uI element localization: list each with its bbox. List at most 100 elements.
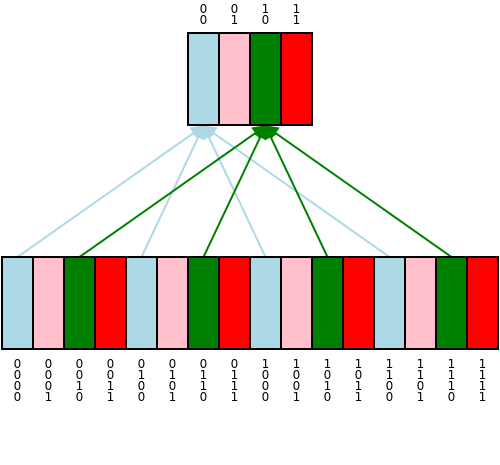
bottom-cell-bit: 1 (417, 368, 425, 382)
bottom-cell-block (94, 256, 127, 350)
bottom-cell-bit: 0 (293, 379, 301, 393)
top-cell-bit: 1 (262, 2, 270, 16)
bottom-cell-row: 0000000100100011010001010110011110001001… (1, 256, 499, 404)
bottom-cell-bit: 1 (169, 368, 177, 382)
bottom-cell-bit: 0 (293, 368, 301, 382)
bottom-cell-bit: 1 (355, 357, 363, 371)
bottom-cell-bit: 1 (479, 357, 487, 371)
bottom-cell-bit: 0 (138, 357, 146, 371)
bottom-cell-block (187, 256, 220, 350)
bottom-cell-bit: 1 (448, 357, 456, 371)
bottom-cell-bit: 0 (14, 368, 22, 382)
bottom-cell-bit: 1 (479, 379, 487, 393)
bottom-cell-bit: 0 (14, 379, 22, 393)
bottom-cell-bit: 0 (138, 379, 146, 393)
bottom-cell-bit: 1 (355, 390, 363, 404)
bottom-cell-bit: 0 (169, 379, 177, 393)
bottom-cell-bit: 1 (107, 379, 115, 393)
bottom-cell-bit: 0 (200, 390, 208, 404)
top-cell-bit: 0 (200, 2, 208, 16)
bottom-cell-block (125, 256, 158, 350)
bottom-cell-bit: 0 (14, 357, 22, 371)
bottom-cell-block (63, 256, 96, 350)
top-cell-bit: 0 (262, 13, 270, 27)
bottom-cell-bit: 1 (200, 368, 208, 382)
bottom-cell-bit: 0 (14, 390, 22, 404)
bottom-cell-bit: 0 (355, 368, 363, 382)
bottom-cell-bit: 1 (169, 390, 177, 404)
bottom-cell-bit: 0 (45, 379, 53, 393)
bottom-cell-block (311, 256, 344, 350)
bottom-cell-bit: 0 (386, 390, 394, 404)
bottom-cell-bit: 0 (386, 379, 394, 393)
bottom-cell-bit: 0 (262, 368, 270, 382)
bottom-cell-bit: 0 (107, 368, 115, 382)
bottom-cell-bit: 0 (262, 379, 270, 393)
bottom-cell-bit: 1 (479, 368, 487, 382)
bottom-cell-bit: 0 (138, 390, 146, 404)
bottom-cell-bit: 1 (231, 368, 239, 382)
bottom-cell-bit: 0 (45, 357, 53, 371)
bottom-cell-bit: 0 (76, 390, 84, 404)
bottom-cell-bit: 1 (479, 390, 487, 404)
bottom-cell-bit: 1 (448, 368, 456, 382)
bottom-cell-bit: 0 (417, 379, 425, 393)
bottom-cell-bit: 1 (76, 379, 84, 393)
arrow-layer (16, 124, 453, 258)
bottom-cell-bit: 1 (324, 379, 332, 393)
bottom-cell-bit: 0 (45, 368, 53, 382)
top-cell-bit: 1 (231, 13, 239, 27)
top-cell-bit: 1 (293, 2, 301, 16)
top-cell: 11 (280, 2, 313, 126)
bottom-cell-block (1, 256, 34, 350)
bottom-cell-bit: 0 (169, 357, 177, 371)
bottom-cell-block (404, 256, 437, 350)
top-cell-block (187, 32, 220, 126)
bottom-cell-block (32, 256, 65, 350)
bottom-cell-bit: 1 (417, 390, 425, 404)
bottom-cell-bit: 1 (107, 390, 115, 404)
mapping-arrow-dark (264, 124, 329, 258)
bottom-cell-bit: 1 (138, 368, 146, 382)
bottom-cell-bit: 1 (386, 357, 394, 371)
bottom-cell-bit: 0 (324, 390, 332, 404)
bottom-cell-bit: 0 (107, 357, 115, 371)
bottom-cell-bit: 1 (355, 379, 363, 393)
bottom-cell-bit: 0 (262, 390, 270, 404)
top-cell: 10 (249, 2, 282, 126)
bottom-cell-bit: 1 (293, 390, 301, 404)
bottom-cell-block (466, 256, 499, 350)
bottom-cell-block (373, 256, 406, 350)
bottom-cell-bit: 1 (324, 357, 332, 371)
bottom-cell-bit: 1 (448, 379, 456, 393)
top-cell-bit: 0 (200, 13, 208, 27)
mapping-arrow-dark (78, 125, 267, 258)
bottom-cell-bit: 1 (417, 357, 425, 371)
top-cell-block (249, 32, 282, 126)
top-cell-block (280, 32, 313, 126)
bottom-cell-block (342, 256, 375, 350)
bottom-cell-bit: 1 (293, 357, 301, 371)
bottom-cell-bit: 0 (448, 390, 456, 404)
bottom-cell-bit: 1 (386, 368, 394, 382)
mapping-arrow-light (16, 125, 205, 258)
top-cell-bit: 1 (293, 13, 301, 27)
mapping-arrow-dark (202, 124, 267, 258)
bottom-cell-bit: 0 (200, 357, 208, 371)
top-cell-bit: 0 (231, 2, 239, 16)
bottom-cell-bit: 1 (262, 357, 270, 371)
